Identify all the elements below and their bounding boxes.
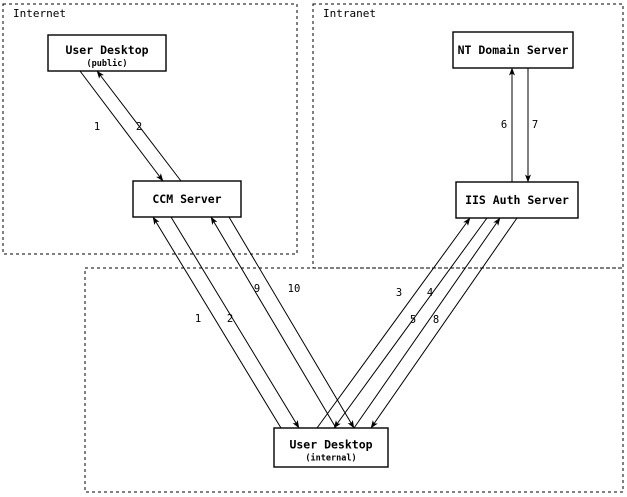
node-user-desktop-public[interactable]: User Desktop(public) <box>47 34 167 72</box>
zone-label-intranet: Intranet <box>323 7 376 20</box>
node-ccm-server[interactable]: CCM Server <box>132 180 242 218</box>
flow-arrow-1-user-desktop-public-to-ccm-server <box>79 70 164 182</box>
node-iis-auth-server[interactable]: IIS Auth Server <box>455 181 579 219</box>
zone-boundary-internal-lan <box>84 267 624 493</box>
node-box-iis-auth-server[interactable] <box>455 181 579 219</box>
zone-boundary-internet <box>2 3 298 255</box>
flow-arrow-1-user-desktop-internal-to-ccm-server <box>152 216 282 429</box>
flow-arrow-5-user-desktop-internal-to-iis-auth-server <box>353 217 501 429</box>
zone-boundary-intranet <box>312 3 624 269</box>
node-label-iis-auth-server: IIS Auth Server <box>465 193 569 207</box>
flow-arrow-10-ccm-server-to-user-desktop-internal <box>228 216 355 429</box>
flow-arrow-2-ccm-server-to-user-desktop-internal <box>170 216 300 429</box>
flow-arrow-4-iis-auth-server-to-user-desktop-internal <box>333 217 488 429</box>
flow-step-label-6: 6 <box>501 119 507 131</box>
node-user-desktop-internal[interactable]: User Desktop(internal) <box>273 427 389 468</box>
node-box-nt-domain-server[interactable] <box>452 31 574 69</box>
flow-step-label-10: 10 <box>288 283 301 295</box>
flow-step-label-8: 8 <box>433 314 439 326</box>
flow-step-label-2: 2 <box>227 313 233 325</box>
node-label-nt-domain-server: NT Domain Server <box>458 43 569 57</box>
flow-arrow-8-iis-auth-server-to-user-desktop-internal <box>370 217 518 429</box>
node-sublabel-user-desktop-public: (public) <box>87 58 128 69</box>
flow-step-label-3: 3 <box>396 287 402 299</box>
flow-step-label-5: 5 <box>410 314 416 326</box>
flow-step-label-1: 1 <box>94 121 100 133</box>
flow-step-label-1: 1 <box>195 313 201 325</box>
node-sublabel-user-desktop-internal: (internal) <box>305 453 356 464</box>
node-label-ccm-server: CCM Server <box>152 192 221 206</box>
node-nt-domain-server[interactable]: NT Domain Server <box>452 31 574 69</box>
flow-arrow-2-ccm-server-to-user-desktop-public <box>96 70 182 182</box>
zone-label-internet: Internet <box>13 7 66 20</box>
flow-step-label-7: 7 <box>532 119 538 131</box>
node-box-ccm-server[interactable] <box>132 180 242 218</box>
node-label-user-desktop-internal: User Desktop <box>289 438 372 452</box>
flow-arrows-group: 1 2 1 2 9 10 3 4 5 8 6 7 <box>79 67 538 429</box>
node-label-user-desktop-public: User Desktop <box>65 43 148 57</box>
flow-step-label-9: 9 <box>254 283 260 295</box>
flow-step-label-2: 2 <box>136 121 142 133</box>
flow-step-label-4: 4 <box>427 287 433 299</box>
flow-arrow-9-user-desktop-internal-to-ccm-server <box>210 216 337 429</box>
node-box-user-desktop-public[interactable] <box>47 34 167 72</box>
zone-boundaries-group: Internet Intranet <box>2 3 624 493</box>
flow-arrow-3-user-desktop-internal-to-iis-auth-server <box>316 217 471 429</box>
node-box-user-desktop-internal[interactable] <box>273 427 389 468</box>
